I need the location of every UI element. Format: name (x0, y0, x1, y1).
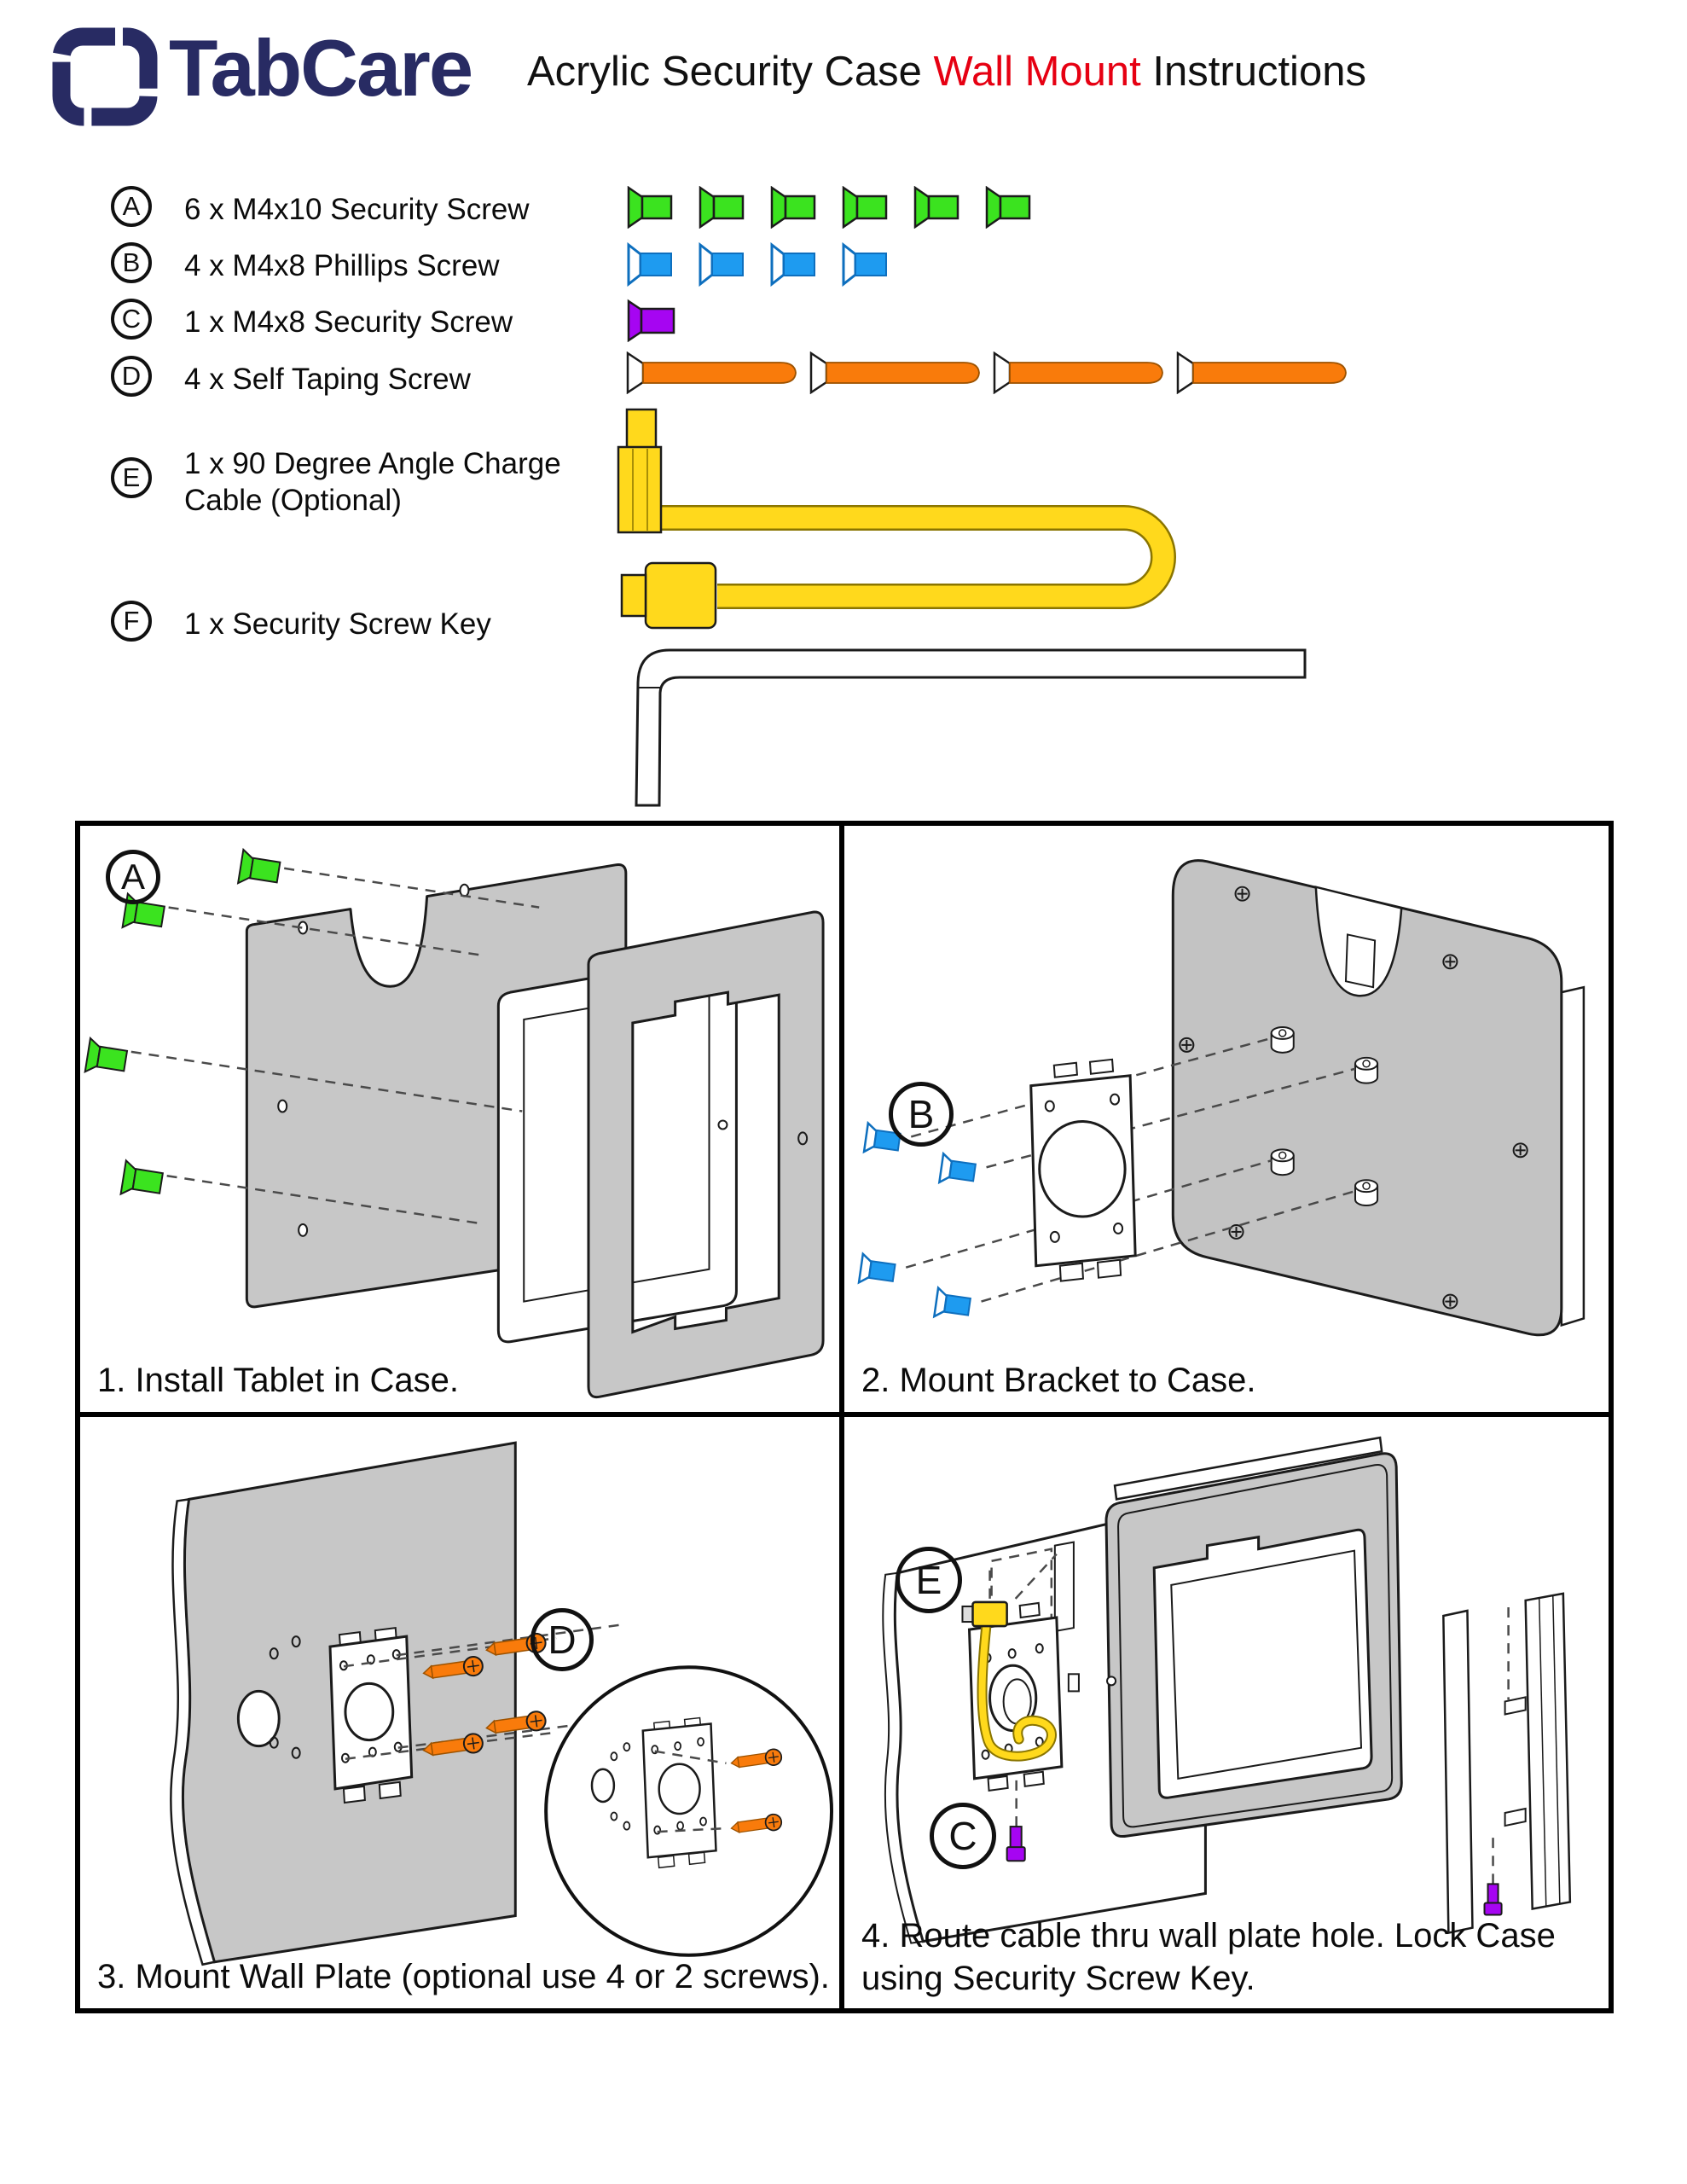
brand-text: TabCare (169, 23, 473, 113)
part-label-c: 1 x M4x8 Security Screw (184, 305, 513, 339)
step2-caption: 2. Mount Bracket to Case. (861, 1362, 1256, 1399)
page-title: Acrylic Security Case Wall Mount Instruc… (527, 48, 1366, 96)
case-back (1171, 859, 1563, 1337)
tablet-camera-dot (717, 1119, 728, 1130)
step3-caption: 3. Mount Wall Plate (optional use 4 or 2… (97, 1958, 830, 1995)
step-panel-2: B 2. Mount Bracket to Case. (844, 826, 1609, 1417)
side-view-detail (1442, 1592, 1572, 1935)
part-id-e: E (111, 457, 152, 498)
badge-d: D (530, 1608, 594, 1671)
mount-bracket (1029, 1058, 1137, 1282)
step4-caption-line2: using Security Screw Key. (861, 1960, 1255, 1997)
charge-cable (961, 1600, 1057, 1762)
part-id-a: A (111, 186, 152, 227)
part-label-e: 1 x 90 Degree Angle Charge Cable (Option… (184, 447, 561, 518)
part-id-f: F (111, 601, 152, 642)
wall-cable-hole (236, 1689, 281, 1748)
blue-phillips-screws-icon (627, 242, 891, 287)
step-panel-3: D 3. Mount Wall Plate (optional use 4 or… (80, 1417, 844, 2008)
part-id-b: B (111, 242, 152, 283)
title-part2: Instructions (1140, 49, 1366, 95)
bracket-edge (1053, 1541, 1075, 1633)
step2-diagram (857, 859, 1586, 1337)
badge-c: C (930, 1803, 996, 1869)
badge-e: E (896, 1547, 962, 1613)
two-screw-detail-inset (544, 1665, 834, 1957)
steps-grid: A 1. Install Tablet in Case. (75, 821, 1614, 2013)
assembly-guides (130, 867, 540, 1225)
tablet-screen (1152, 1528, 1373, 1799)
step-panel-1: A 1. Install Tablet in Case. (80, 826, 844, 1417)
title-accent: Wall Mount (933, 49, 1141, 95)
step1-caption: 1. Install Tablet in Case. (97, 1362, 459, 1399)
notch-tab (1344, 933, 1377, 989)
tabcare-logo-icon (52, 27, 158, 126)
part-label-a: 6 x M4x10 Security Screw (184, 193, 530, 226)
wall-plate (328, 1626, 414, 1804)
yellow-angle-charge-cable-icon (617, 408, 1176, 630)
standoffs (1270, 1025, 1379, 1207)
part-id-c: C (111, 299, 152, 340)
allen-security-key-icon (635, 648, 1307, 807)
orange-self-taping-screws-icon (625, 351, 1350, 394)
step3-diagram (170, 1441, 834, 1966)
case-back-edge (1113, 1436, 1383, 1501)
wall-screw-holes (269, 1635, 301, 1759)
badge-b: B (889, 1082, 954, 1147)
step1-diagram (84, 847, 825, 1399)
blue-screws (857, 1120, 977, 1319)
case-screw-heads (1179, 886, 1528, 1310)
step4-caption-line1: 4. Route cable thru wall plate hole. Loc… (861, 1917, 1556, 1955)
part-label-f: 1 x Security Screw Key (184, 607, 491, 641)
badge-a: A (106, 850, 160, 904)
lock-hole (1106, 1676, 1117, 1687)
part-label-d: 4 x Self Taping Screw (184, 363, 471, 396)
title-part1: Acrylic Security Case (527, 49, 934, 95)
part-id-d: D (111, 356, 152, 397)
step-panel-4: E C 4. Route cable thru wall plate hole.… (844, 1417, 1609, 2008)
green-security-screws-icon (627, 186, 1035, 229)
wall-plate (967, 1601, 1064, 1792)
step4-caption: 4. Route cable thru wall plate hole. Loc… (861, 1914, 1595, 2000)
purple-security-screw-icon (627, 298, 678, 342)
green-screws (84, 847, 281, 1196)
purple-security-screw (1006, 1780, 1026, 1862)
part-label-b: 4 x M4x8 Phillips Screw (184, 249, 500, 282)
bracket-outline-dashed (990, 1548, 1053, 1645)
